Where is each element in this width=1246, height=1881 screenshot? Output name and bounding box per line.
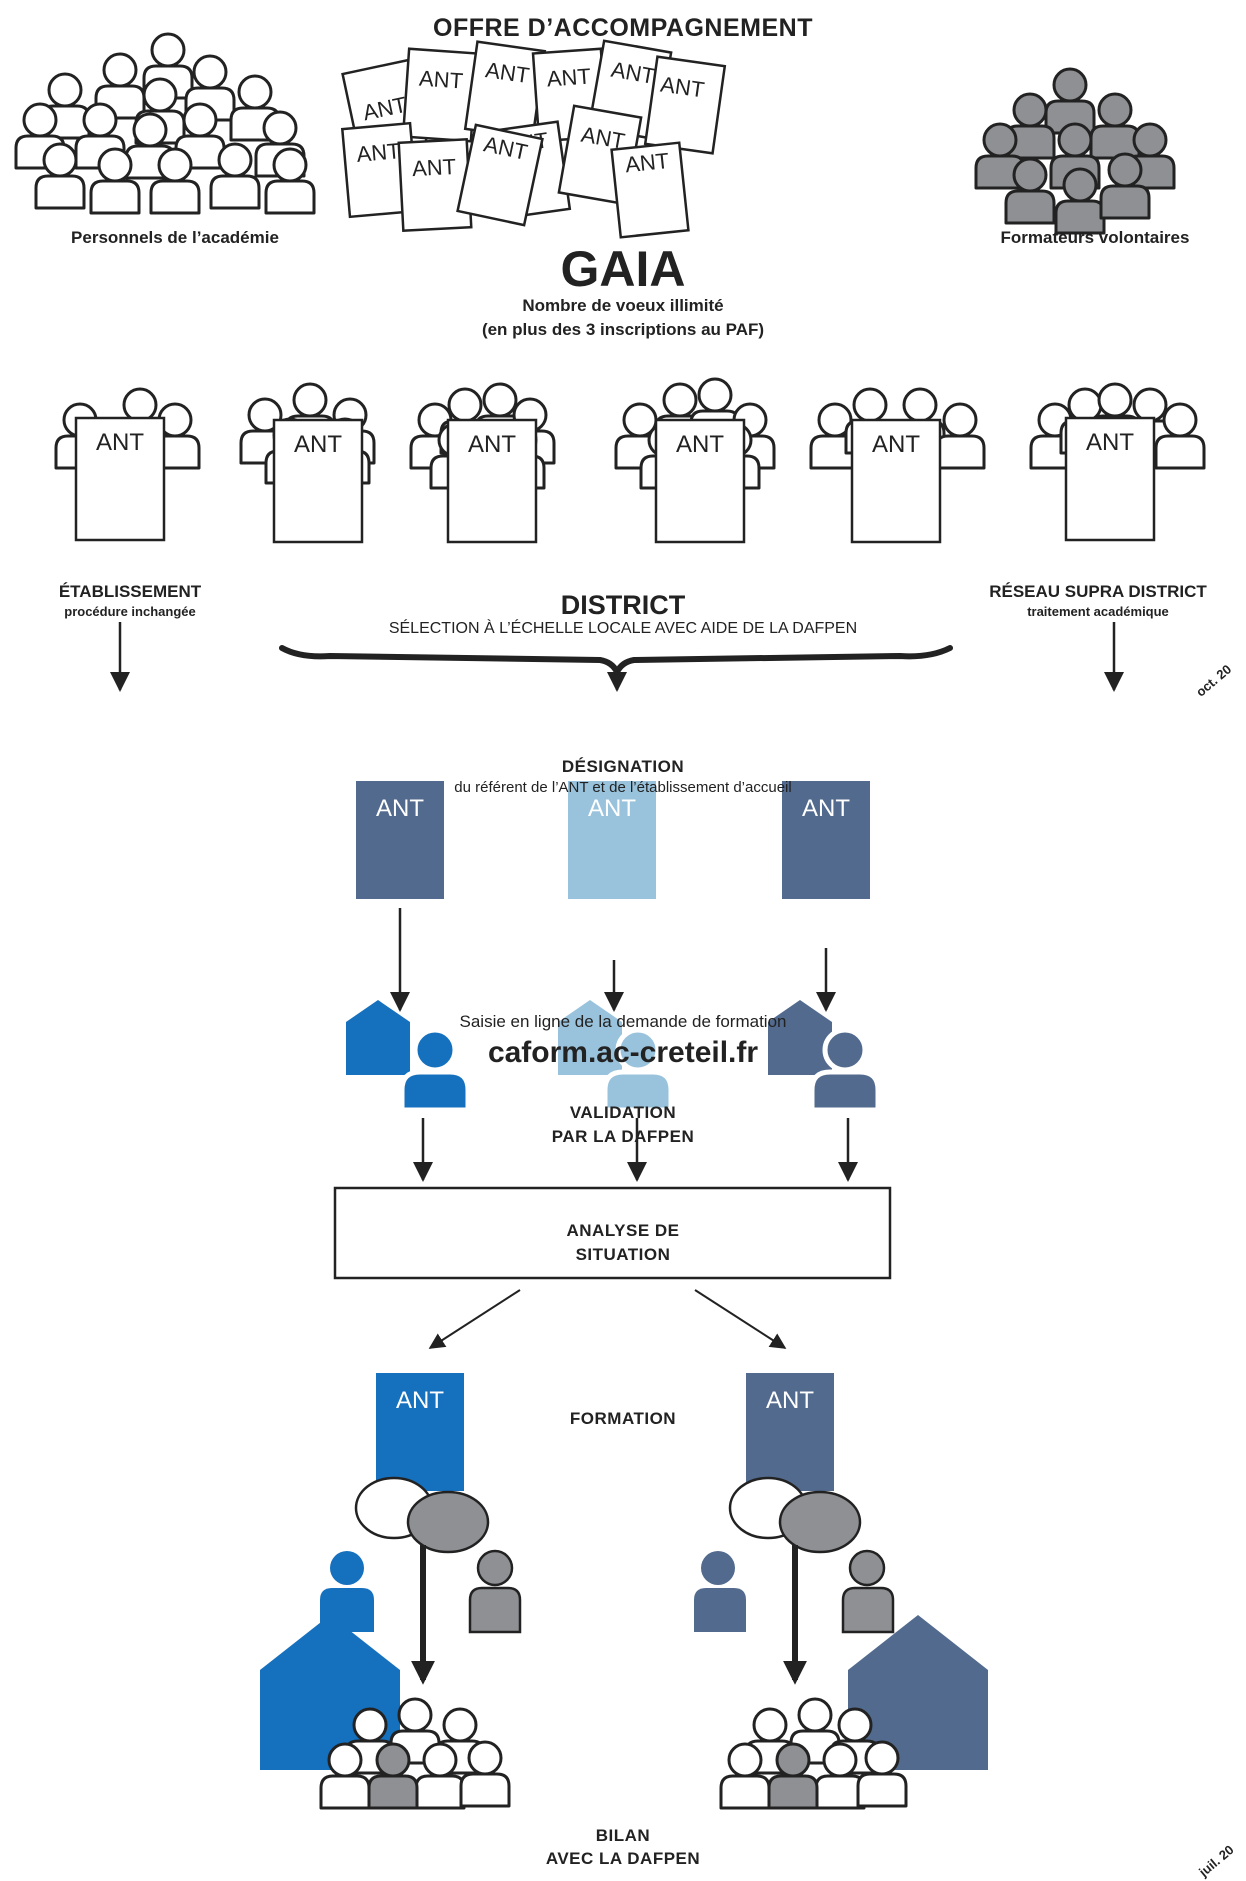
page-title: OFFRE D’ACCOMPAGNEMENT [433,14,813,42]
volunteer-trainers-icon [974,67,1176,235]
trainers-label: Formateurs volontaires [1000,228,1190,247]
ant-group-district-4-icon: ANT [809,387,986,544]
svg-text:ANT: ANT [468,431,516,458]
ant-doc-slate-icon: ANT [782,781,870,899]
ant-group-etablissement-icon: ANT [54,387,201,542]
formation-left-icon [260,1615,511,1810]
district-sublabel: SÉLECTION À L’ÉCHELLE LOCALE AVEC AIDE D… [388,620,858,637]
designation-sublabel: du référent de l’ANT et de l’établisseme… [454,779,792,796]
referent-blue-icon [346,1000,471,1113]
svg-text:ANT: ANT [376,795,424,822]
bilan-label-1: BILAN [595,1826,651,1845]
analysis-right-icon [694,1476,895,1634]
svg-text:ANT: ANT [1086,429,1134,456]
district-label: DISTRICT [560,590,686,620]
svg-text:ANT: ANT [802,795,850,822]
reseau-label: RÉSEAU SUPRA DISTRICT [989,582,1207,601]
online-box-url[interactable]: caform.ac-creteil.fr [487,1036,759,1069]
staff-crowd-icon [14,32,316,215]
ant-validated-slate-icon: ANT [746,1373,834,1491]
svg-text:ANT: ANT [96,429,144,456]
ant-doc-lightblue-icon: ANT [568,781,656,899]
designation-label: DÉSIGNATION [561,757,685,776]
svg-text:ANT: ANT [766,1387,814,1414]
svg-text:ANT: ANT [624,148,670,177]
staff-label: Personnels de l’académie [71,228,279,247]
svg-text:ANT: ANT [418,66,464,94]
ant-validated-blue-icon: ANT [376,1373,464,1491]
ant-doc-blue-icon: ANT [356,781,444,899]
online-box-line1: Saisie en ligne de la demande de formati… [459,1012,787,1031]
etablissement-label: ÉTABLISSEMENT [58,582,202,601]
svg-text:ANT: ANT [355,138,401,167]
gaia-subtitle-2: (en plus des 3 inscriptions au PAF) [481,320,765,339]
referent-lightblue-icon [558,1000,674,1113]
gaia-subtitle-1: Nombre de voeux illimité [522,296,724,315]
validation-label-2: PAR LA DAFPEN [551,1127,695,1146]
svg-text:ANT: ANT [872,431,920,458]
online-request-box [333,1186,892,1280]
etablissement-sublabel: procédure inchangée [64,604,196,619]
reseau-sublabel: traitement académique [1027,604,1169,619]
svg-text:ANT: ANT [294,431,342,458]
ant-document-pile-icon: ANT ANT ANT ANT ANT ANT ANT ANT ANT ANT … [341,39,727,239]
district-brace [279,645,953,679]
ant-group-district-1-icon: ANT [239,382,376,544]
gaia-title: GAIA [560,241,686,297]
analysis-left-icon [320,1476,522,1634]
analysis-label-1: ANALYSE DE [566,1221,680,1240]
analysis-label-2: SITUATION [575,1245,671,1264]
formation-label: FORMATION [569,1409,677,1428]
svg-text:ANT: ANT [659,72,706,103]
svg-text:ANT: ANT [396,1387,444,1414]
ant-group-district-3-icon: ANT [614,377,776,544]
svg-text:ANT: ANT [676,431,724,458]
svg-text:ANT: ANT [484,57,531,88]
ant-group-reseau-icon: ANT [1029,382,1206,542]
referent-slate-icon [768,1000,881,1113]
formation-right-icon [719,1615,988,1810]
svg-text:ANT: ANT [411,154,456,181]
bilan-label-2: AVEC LA DAFPEN [545,1849,701,1868]
svg-text:ANT: ANT [546,64,592,92]
svg-text:ANT: ANT [588,795,636,822]
validation-label-1: VALIDATION [569,1103,677,1122]
ant-group-district-2-icon: ANT [409,382,556,544]
